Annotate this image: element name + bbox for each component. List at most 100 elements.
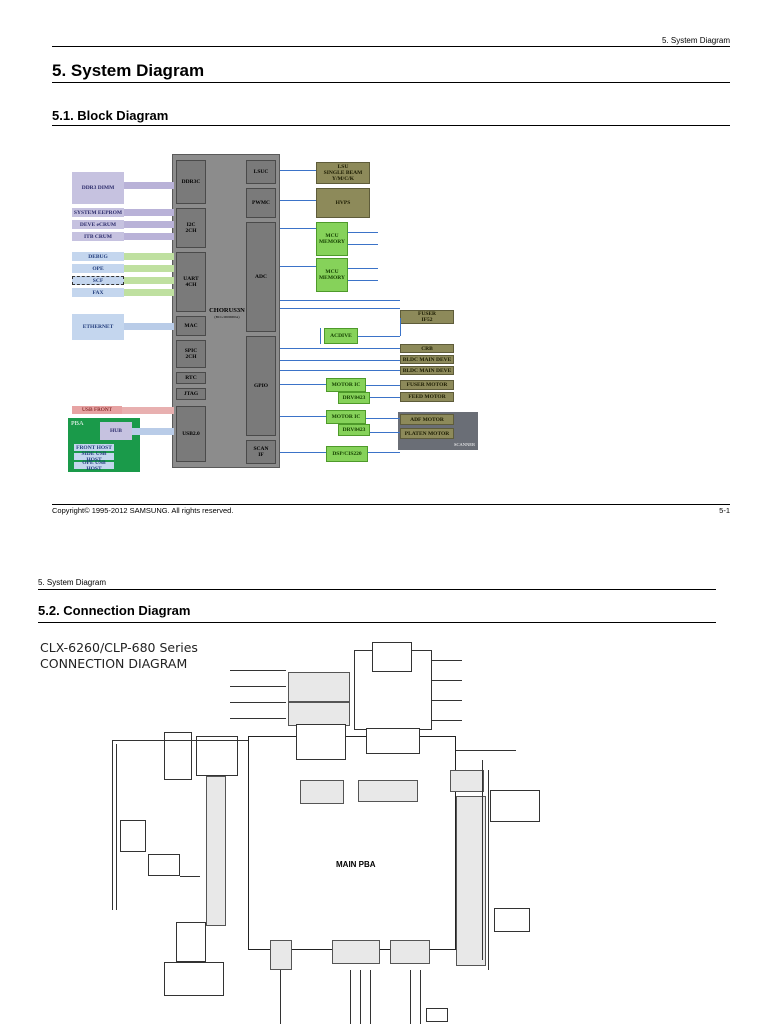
- harness-line: [230, 718, 286, 719]
- drv8423-1: DRV8423: [338, 392, 370, 404]
- soc-ddr3c: DDR3C: [176, 160, 206, 204]
- left-bottom-box: [164, 962, 224, 996]
- ddr-bus-arrow: [124, 182, 174, 189]
- harness-line: [488, 770, 489, 970]
- connection-diagram: MAIN PBA: [110, 640, 550, 1024]
- main-pba-label: MAIN PBA: [336, 860, 376, 869]
- soc-adc: ADC: [246, 222, 276, 332]
- gpio-wire-1: [280, 348, 400, 349]
- right-lower-box: [494, 908, 530, 932]
- mcu-out-2: [348, 244, 378, 245]
- mid-connector-1: [300, 780, 344, 804]
- motor-ic-1-out-1: [366, 385, 400, 386]
- right-harness-connector: [456, 796, 486, 966]
- hvps-block: HVPS: [316, 188, 370, 218]
- system-eeprom-block: SYSTEM EEPROM: [72, 208, 124, 217]
- acdive-wire: [358, 336, 400, 337]
- adc-wire-4: [280, 308, 400, 309]
- left-harness-connector: [206, 776, 226, 926]
- running-header: 5. System Diagram: [661, 36, 730, 45]
- right-top-box: [372, 642, 412, 672]
- harness-line: [360, 970, 361, 1024]
- harness-line: [180, 876, 200, 877]
- harness-line: [280, 970, 281, 1024]
- lsu-wire: [280, 170, 316, 171]
- soc-rtc: RTC: [176, 372, 206, 384]
- connection-title-line-1: CLX-6260/CLP-680 Series: [40, 640, 198, 655]
- usb-hub-arrow: [132, 428, 174, 435]
- fax-block: FAX: [72, 288, 124, 297]
- harness-line: [432, 700, 462, 701]
- harness-line: [410, 970, 411, 1024]
- soc-scan-if: SCAN IF: [246, 440, 276, 464]
- ope-block: OPE: [72, 264, 124, 273]
- fuser-if-block: FUSER IF52: [400, 310, 454, 324]
- left-side-box-2: [148, 854, 180, 876]
- lsu-block: LSU SINGLE BEAM Y/M/C/K: [316, 162, 370, 184]
- soc-uart: UART 4CH: [176, 252, 206, 312]
- harness-line: [432, 720, 462, 721]
- usb-front-block: USB FRONT: [72, 406, 122, 414]
- soc-jtag: JTAG: [176, 388, 206, 400]
- ddr3-dimm-block: DDR3 DIMM: [72, 172, 124, 204]
- subsection-title: 5.1. Block Diagram: [52, 108, 169, 123]
- header-rule: [52, 46, 730, 47]
- soc-usb20: USB2.0: [176, 406, 206, 462]
- motor-ic-1: MOTOR IC: [326, 378, 366, 392]
- dsp-cis-block: DSP/CIS220: [326, 446, 368, 462]
- acdive-wire-v: [320, 328, 321, 344]
- bottom-connector-1: [270, 940, 292, 970]
- uart-arrow-1: [124, 253, 174, 260]
- harness-line: [370, 970, 371, 1024]
- top-connector-1: [288, 672, 350, 702]
- usb-front-arrow: [122, 407, 174, 414]
- left-side-box: [120, 820, 146, 852]
- harness-line: [112, 740, 113, 910]
- harness-line: [420, 970, 421, 1024]
- front-host-block: FRONT HOST: [74, 444, 114, 451]
- connection-diagram-title: CLX-6260/CLP-680 Series CONNECTION DIAGR…: [40, 640, 198, 672]
- mac-arrow: [124, 323, 174, 330]
- acdive-block: ACDIVE: [324, 328, 358, 344]
- subsection-rule: [52, 125, 730, 126]
- soc-gpio: GPIO: [246, 336, 276, 436]
- block-diagram: CHORUS3N (BCG 0000000A) DDR3C I2C 2CH UA…: [62, 148, 482, 480]
- fuser-motor-block: FUSER MOTOR: [400, 380, 454, 390]
- harness-line: [350, 970, 351, 1024]
- center-chip-2: [366, 728, 420, 754]
- mcu-memory-2: MCU MEMORY: [316, 258, 348, 292]
- adc-wire-1: [280, 228, 316, 229]
- bottom-box: [426, 1008, 448, 1022]
- gpio-wire-3: [280, 370, 400, 371]
- footer-rule: [52, 504, 730, 505]
- acdive-wire-v2: [400, 318, 401, 336]
- harness-line: [432, 660, 462, 661]
- scf-block: SCF: [72, 276, 124, 285]
- adc-wire-3: [280, 300, 400, 301]
- connection-title-line-2: CONNECTION DIAGRAM: [40, 656, 188, 671]
- dsp-cis-out: [368, 452, 400, 453]
- page2-subsection-title: 5.2. Connection Diagram: [38, 603, 191, 618]
- gpio-wire-2: [280, 360, 400, 361]
- page2-running-header: 5. System Diagram: [38, 578, 107, 587]
- harness-line: [482, 760, 483, 960]
- gpio-wire-5: [280, 416, 326, 417]
- uart-arrow-2: [124, 265, 174, 272]
- i2c-arrow-1: [124, 209, 174, 216]
- motor-ic-2-out-1: [366, 418, 400, 419]
- section-title: 5. System Diagram: [52, 61, 205, 80]
- copyright-text: Copyright© 1995-2012 SAMSUNG. All rights…: [52, 506, 234, 515]
- mid-connector-2: [358, 780, 418, 802]
- ope-usb-host-block: OPE USB HOST: [74, 460, 114, 472]
- center-chip-1: [296, 724, 346, 760]
- motor-ic-1-out-2: [370, 397, 400, 398]
- itb-crum-block: ITB CRUM: [72, 232, 124, 241]
- bldc-main-deve-2: BLDC MAIN DEVE: [400, 366, 454, 375]
- feed-motor-block: FEED MOTOR: [400, 392, 454, 402]
- i2c-arrow-3: [124, 233, 174, 240]
- section-rule: [52, 82, 730, 83]
- page-number: 5-1: [719, 506, 730, 515]
- bottom-connector-2: [332, 940, 380, 964]
- side-usb-host-block: SIDE USB HOST: [74, 451, 114, 463]
- harness-line: [230, 702, 286, 703]
